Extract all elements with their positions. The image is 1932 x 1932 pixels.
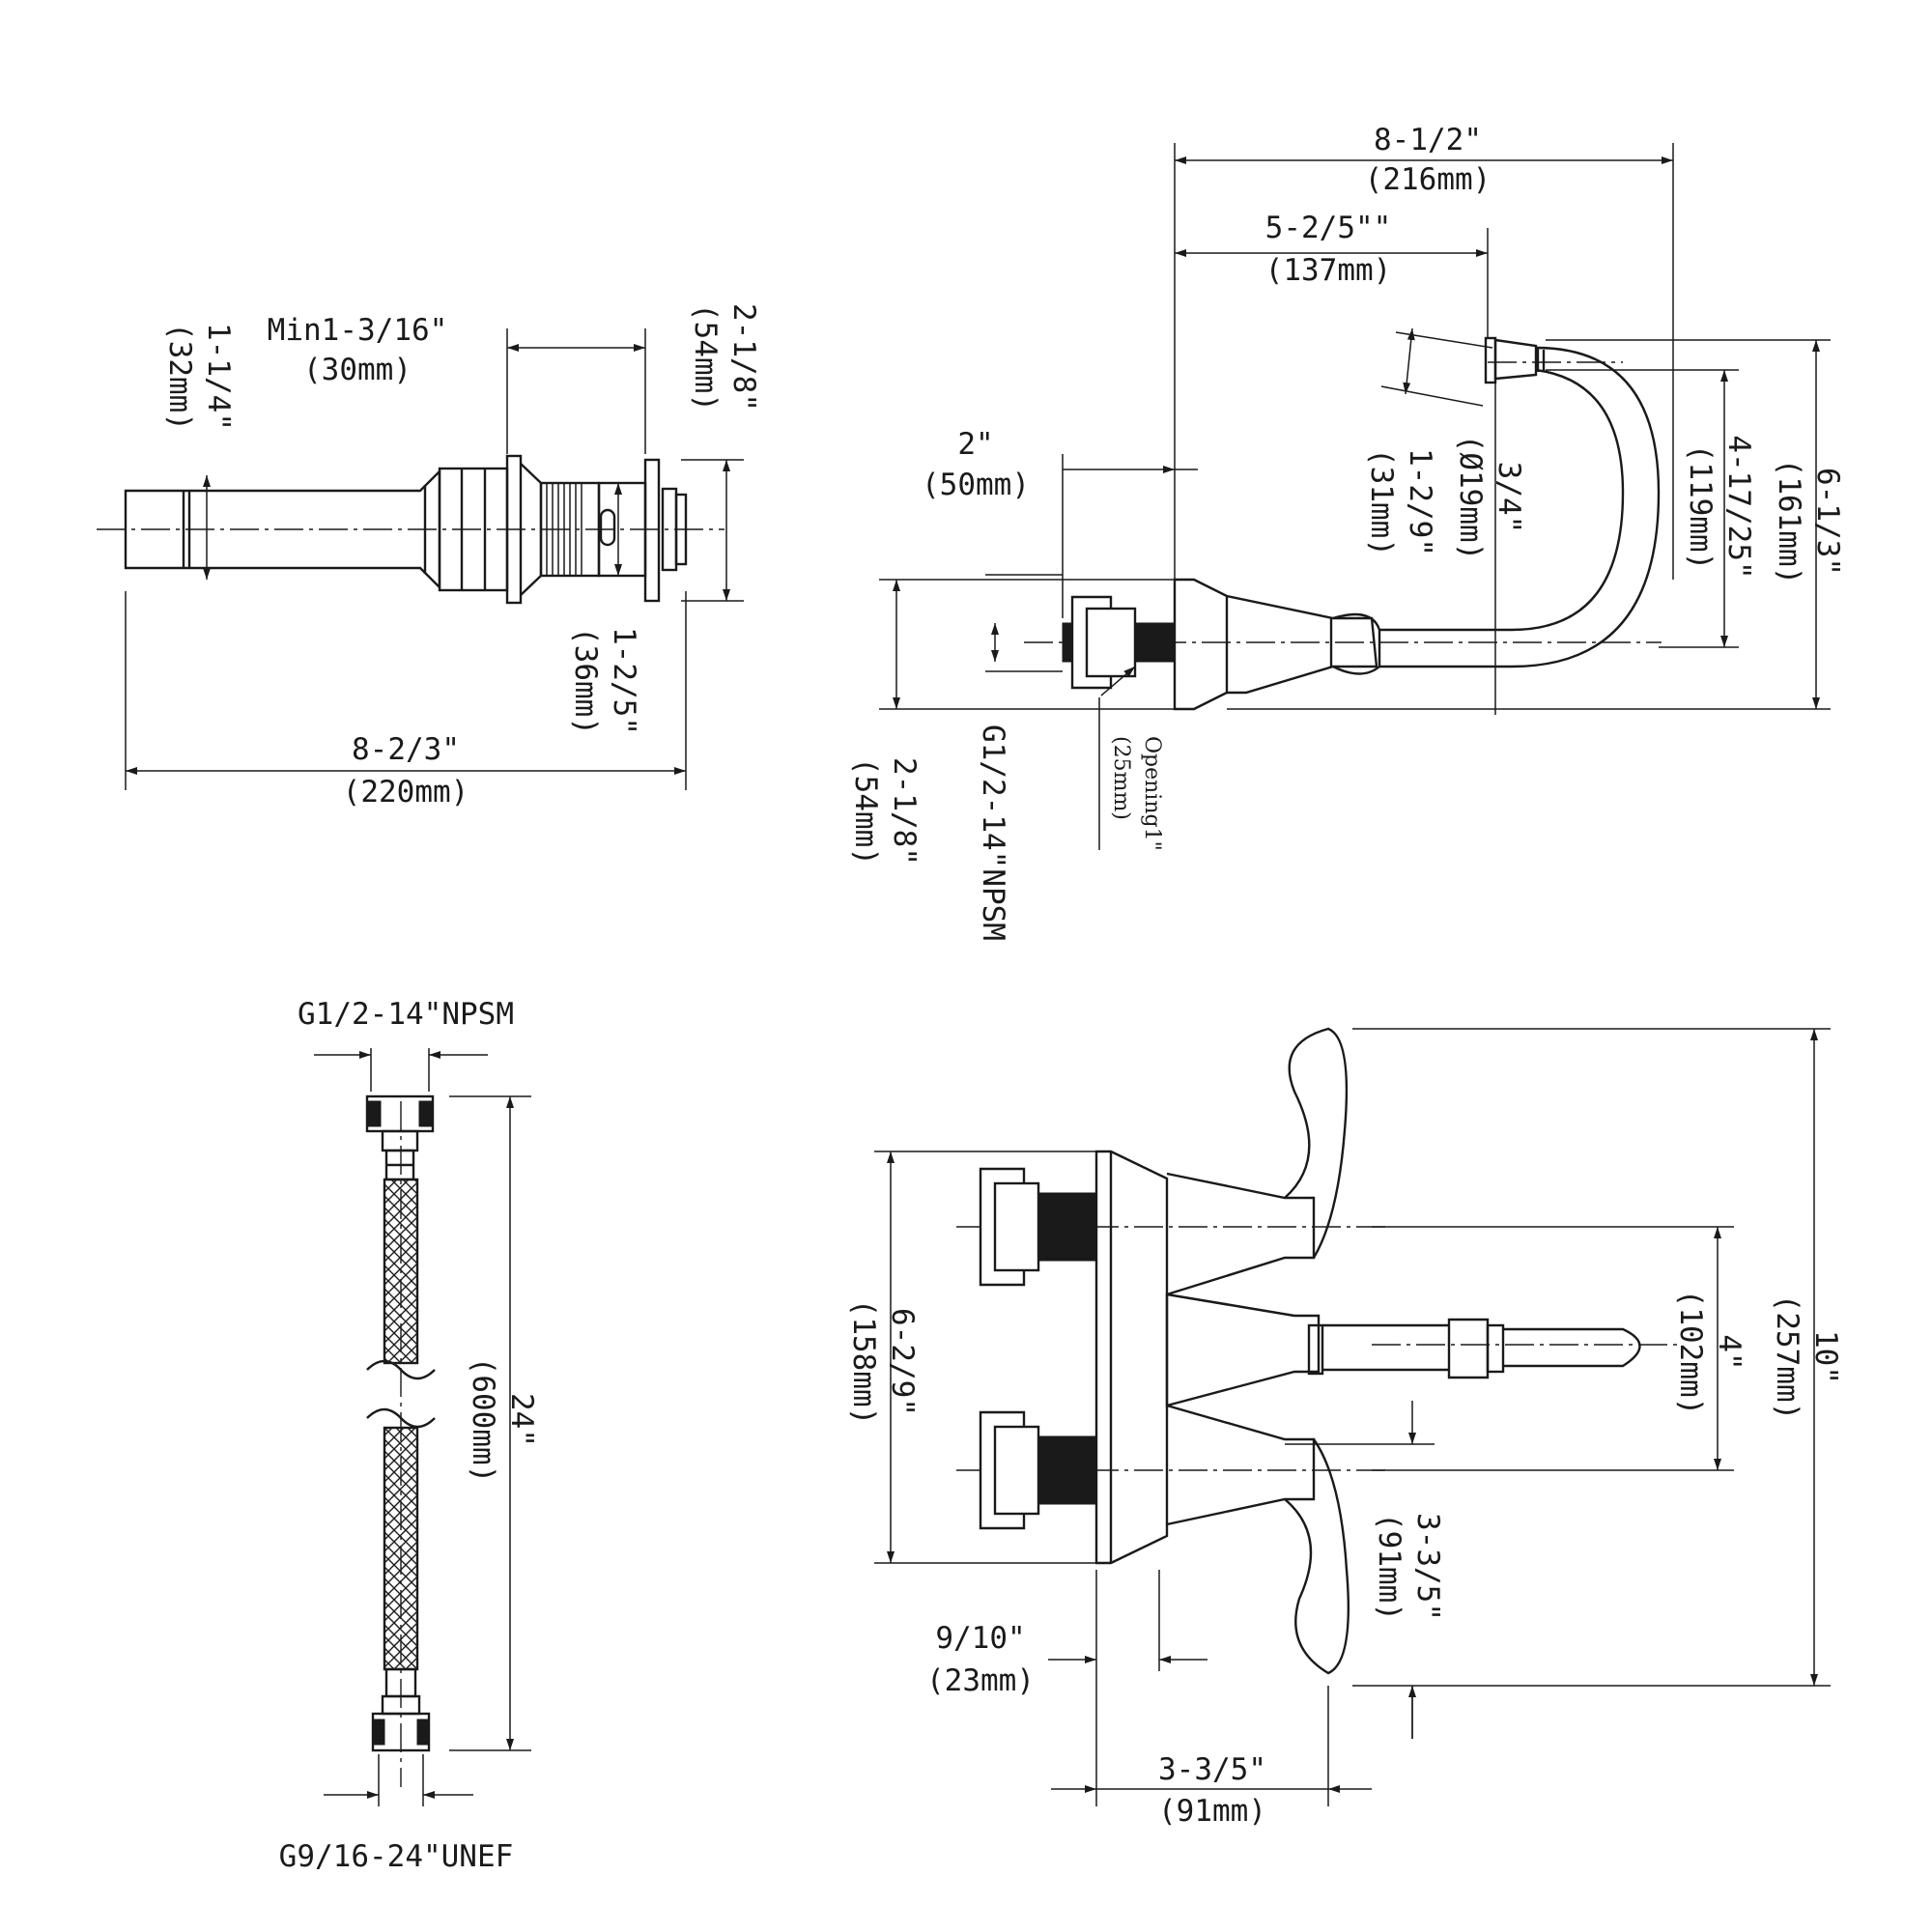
- drain-min-label: Min1-3/16": [268, 313, 448, 348]
- top-handle-mm: (91mm): [1372, 1513, 1406, 1621]
- drain-dia-label: 1-1/4": [201, 323, 236, 431]
- top-plate-mm: (23mm): [926, 1663, 1035, 1698]
- top-height-label: 6-2/9": [885, 1308, 920, 1416]
- spout-opening-label: Opening1": [1140, 736, 1164, 851]
- hose-top-thread: G1/2-14"NPSM: [298, 997, 514, 1032]
- hose-bottom-thread: G9/16-24"UNEF: [279, 1839, 514, 1874]
- top-overall-mm: (257mm): [1770, 1294, 1804, 1421]
- top-width-label: 3-3/5": [1158, 1752, 1266, 1787]
- spout-offset-mm: (50mm): [922, 468, 1030, 502]
- faucet-top-view-drawing: 6-2/9" (158mm) 4" (102mm) 10" (257mm) 3-…: [846, 1027, 1843, 1829]
- top-spread-label: 4": [1712, 1334, 1747, 1370]
- spout-reach-mm: (137mm): [1265, 253, 1392, 288]
- drain-assembly-drawing: Min1-3/16" (30mm) 1-1/4" (32mm) 2-1/8" (…: [97, 303, 761, 810]
- spout-total-label: 8-1/2": [1374, 123, 1482, 157]
- spout-base-mm: (54mm): [848, 757, 883, 866]
- spout-offset-label: 2": [957, 427, 993, 462]
- spout-base-label: 2-1/8": [887, 757, 922, 866]
- top-handle-label: 3-3/5": [1410, 1513, 1445, 1621]
- spout-total-mm: (216mm): [1365, 162, 1492, 197]
- top-overall-label: 10": [1808, 1330, 1843, 1384]
- spout-outlet-label: 1-2/9": [1403, 448, 1437, 556]
- spout-outlet-mm: (31mm): [1364, 448, 1399, 556]
- spout-clear-mm: (119mm): [1683, 444, 1718, 571]
- top-spread-mm: (102mm): [1673, 1290, 1708, 1416]
- spout-bore-label: 3/4": [1492, 462, 1526, 534]
- drain-dia-mm: (32mm): [162, 323, 197, 431]
- spout-height-label: 6-1/3": [1810, 468, 1845, 576]
- spout-height-mm: (161mm): [1772, 459, 1806, 585]
- drain-length-mm: (220mm): [343, 775, 469, 810]
- spout-side-view-drawing: 8-1/2" (216mm) 5-2/5"" (137mm) 2" (50mm)…: [848, 123, 1845, 941]
- top-width-mm: (91mm): [1158, 1794, 1266, 1829]
- top-plate-label: 9/10": [935, 1621, 1025, 1656]
- supply-hose-drawing: G1/2-14"NPSM 24" (600mm) G9/16-24"UNEF: [279, 997, 539, 1874]
- spout-clear-label: 4-17/25": [1721, 435, 1756, 579]
- top-height-mm: (158mm): [846, 1299, 881, 1426]
- spout-thread: G1/2-14"NPSM: [976, 724, 1010, 941]
- drain-flange-mm: (54mm): [688, 303, 723, 412]
- drain-min-mm: (30mm): [303, 353, 412, 387]
- spout-bore-mm: (Ø19mm): [1453, 435, 1488, 561]
- hose-length-label: 24": [504, 1393, 539, 1447]
- hose-length-mm: (600mm): [466, 1357, 500, 1484]
- drain-flange-label: 2-1/8": [726, 303, 761, 412]
- spout-reach-label: 5-2/5"": [1265, 211, 1392, 245]
- drain-body-mm: (36mm): [568, 627, 603, 735]
- drain-length-label: 8-2/3": [352, 732, 460, 767]
- drain-body-label: 1-2/5": [607, 627, 641, 735]
- spout-opening-mm: (25mm): [1109, 736, 1133, 820]
